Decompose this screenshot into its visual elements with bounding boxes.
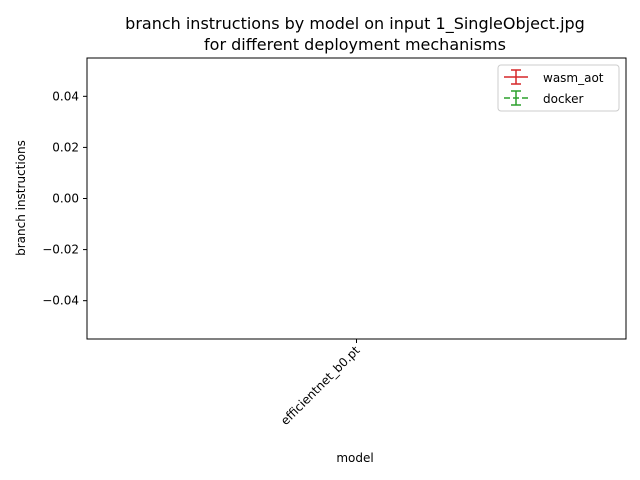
x-axis-label: model: [336, 451, 373, 465]
y-axis: −0.04 −0.02 0.00 0.02 0.04: [42, 89, 87, 308]
chart-subtitle: for different deployment mechanisms: [204, 35, 506, 54]
x-axis: efficientnet_b0.pt: [278, 339, 363, 428]
x-tick-label: efficientnet_b0.pt: [278, 343, 363, 428]
y-tick-label: −0.04: [42, 294, 79, 308]
legend-label-wasm-aot: wasm_aot: [543, 71, 604, 85]
y-tick-label: 0.04: [52, 89, 79, 103]
y-tick-label: 0.02: [52, 140, 79, 154]
y-tick-label: 0.00: [52, 192, 79, 206]
legend-frame: [497, 64, 620, 112]
y-axis-label: branch instructions: [14, 140, 28, 256]
legend-entry-wasm-aot: wasm_aot: [504, 69, 604, 85]
legend: wasm_aot docker: [497, 64, 620, 112]
y-tick-label: −0.02: [42, 243, 79, 257]
chart-title: branch instructions by model on input 1_…: [125, 14, 585, 34]
legend-label-docker: docker: [543, 92, 583, 106]
legend-entry-docker: docker: [504, 90, 583, 106]
